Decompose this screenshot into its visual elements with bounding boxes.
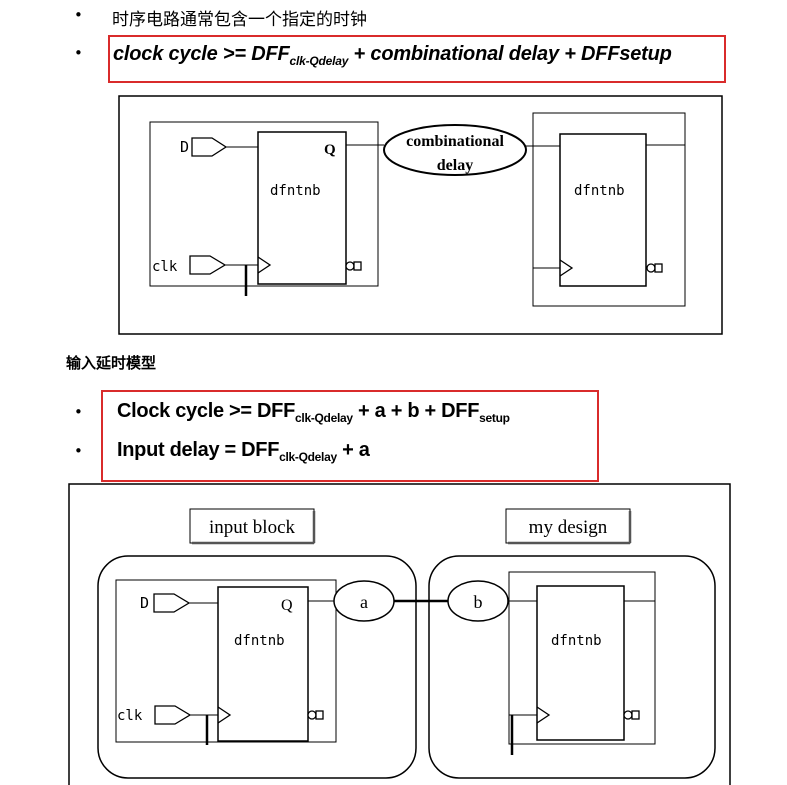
cell-name-left: dfntnb xyxy=(270,183,321,199)
diagram1-right-module xyxy=(532,112,686,307)
input-block-module xyxy=(115,579,337,743)
formula1-mid: + a + b + DFF xyxy=(352,400,480,422)
clock-cycle-formula-2: Clock cycle >= DFFclk-Qdelay + a + b + D… xyxy=(117,400,510,425)
dff-cell-right xyxy=(559,133,647,287)
clk-label-2: clk xyxy=(117,708,143,724)
formula-lhs: clock cycle >= DFF xyxy=(113,43,290,65)
clk-label: clk xyxy=(152,259,178,275)
formula2-sub: clk-Qdelay xyxy=(279,450,337,464)
bullet-dot: • xyxy=(74,403,83,421)
dff-cell-left xyxy=(257,131,347,285)
formula2-rhs: + a xyxy=(336,439,370,461)
combo-label-line2: delay xyxy=(437,157,473,174)
formula1-sub2: setup xyxy=(479,411,510,425)
combo-label-line1: combinational xyxy=(406,133,504,150)
qn-output-right xyxy=(654,263,663,273)
bullet-dot: • xyxy=(74,44,83,62)
q-label: Q xyxy=(324,142,336,158)
my-design-label: my design xyxy=(529,517,608,538)
formula-subscript: clk-Qdelay xyxy=(289,54,349,68)
q-label-2: Q xyxy=(281,597,293,614)
formula1-lhs: Clock cycle >= DFF xyxy=(117,400,296,422)
formula1-sub1: clk-Qdelay xyxy=(295,411,353,425)
delay-b-label: b xyxy=(474,592,483,612)
diagram1-left-module xyxy=(149,121,379,287)
bullet-dot: • xyxy=(74,442,83,460)
dff-cell-input-block xyxy=(217,586,309,742)
cell-name-my-design: dfntnb xyxy=(551,633,602,649)
bullet-dot: • xyxy=(74,6,83,24)
cell-name-right: dfntnb xyxy=(574,183,625,199)
section-title-input-delay-model: 输入延时模型 xyxy=(66,354,157,372)
input-delay-diagram: input block my design D Q dfntnb clk a b… xyxy=(68,483,731,785)
dff-cell-my-design xyxy=(536,585,625,741)
my-design-label-box xyxy=(505,508,631,544)
clock-cycle-formula: clock cycle >= DFFclk-Qdelay + combinati… xyxy=(113,43,672,68)
formula-rhs: + combinational delay + DFFsetup xyxy=(348,43,672,65)
my-design-module xyxy=(508,571,656,745)
clock-triangle-right xyxy=(559,259,574,277)
timing-intro-text: 时序电路通常包含一个指定的时钟 xyxy=(112,10,367,30)
dff-combinational-diagram: D Q dfntnb clk combinational delay dfntn… xyxy=(118,95,723,335)
highlight-box-input-delay xyxy=(101,390,599,482)
input-delay-formula: Input delay = DFFclk-Qdelay + a xyxy=(117,439,370,464)
formula2-lhs: Input delay = DFF xyxy=(117,439,280,461)
cell-name-input-block: dfntnb xyxy=(234,633,285,649)
clock-triangle-left xyxy=(257,256,272,274)
delay-a-label: a xyxy=(360,592,368,612)
clk-input-port xyxy=(189,255,227,275)
combinational-delay-ellipse xyxy=(383,124,527,176)
d-label-2: D xyxy=(140,594,149,612)
d-input-port-2 xyxy=(153,593,191,613)
input-block-label: input block xyxy=(209,517,296,538)
highlight-box-clock-formula xyxy=(108,35,726,83)
d-input-port xyxy=(191,137,228,157)
d-label: D xyxy=(180,138,189,156)
clk-input-port-2 xyxy=(154,705,192,725)
qn-output-left xyxy=(353,261,362,271)
